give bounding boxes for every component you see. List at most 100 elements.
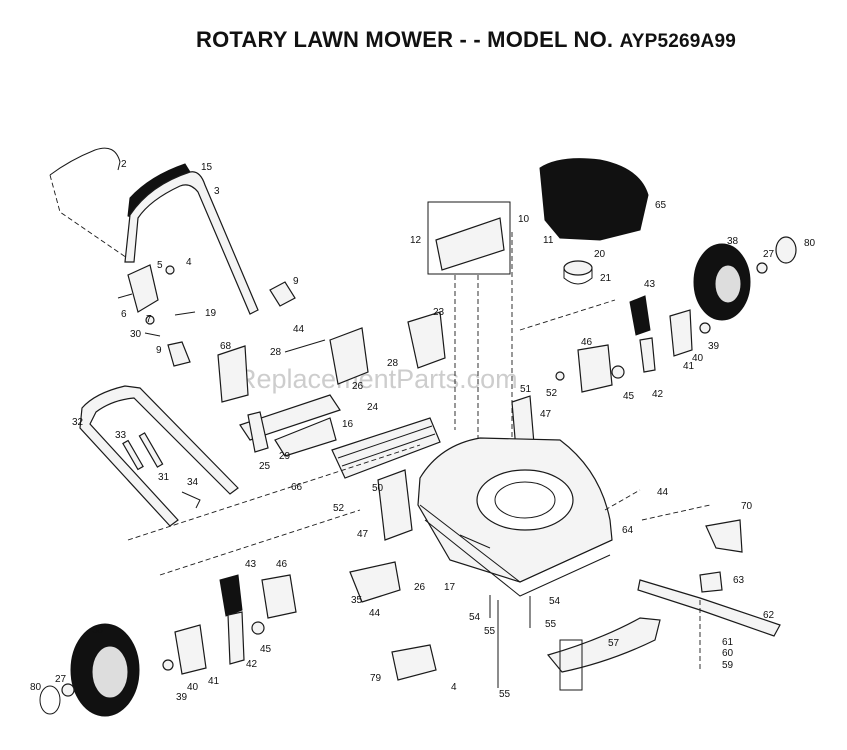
- callout: 43: [644, 279, 656, 290]
- callout-labels: 2 15 3 4 5 9 6 7 19 30 9 68 28 44 26 23 …: [30, 159, 816, 703]
- callout: 45: [260, 644, 272, 655]
- callout: 4: [186, 257, 192, 268]
- part-height-adjuster-right: [629, 295, 651, 336]
- callout: 80: [30, 682, 42, 693]
- callout: 38: [92, 625, 104, 636]
- part-clip-34: [181, 491, 201, 509]
- callout: 27: [763, 249, 775, 260]
- callout: 26: [414, 582, 426, 593]
- callout: 79: [370, 673, 382, 684]
- part-mulch-plug-12: [427, 201, 511, 275]
- callout: 57: [608, 638, 620, 649]
- callout: 59: [722, 660, 734, 671]
- callout: 46: [276, 559, 288, 570]
- callout: 30: [130, 329, 142, 340]
- callout: 33: [115, 430, 127, 441]
- callout: 38: [727, 236, 739, 247]
- part-blade-adapter-70: [705, 519, 743, 553]
- callout: 70: [741, 501, 753, 512]
- callout: 64: [622, 525, 634, 536]
- callout: 47: [540, 409, 552, 420]
- callout: 9: [156, 345, 162, 356]
- part-adapter-20: [563, 260, 593, 276]
- part-bolt-30: [144, 332, 161, 337]
- callout: 40: [187, 682, 199, 693]
- part-skirt-frame: [559, 639, 583, 691]
- callout: 21: [600, 273, 612, 284]
- callout: 39: [176, 692, 188, 703]
- callout: 46: [581, 337, 593, 348]
- part-cap-79: [391, 644, 437, 681]
- callout: 27: [55, 674, 67, 685]
- callout: 51: [520, 384, 532, 395]
- callout: 5: [157, 260, 163, 271]
- callout: 44: [657, 487, 669, 498]
- callout: 42: [246, 659, 258, 670]
- callout: 28: [270, 347, 282, 358]
- callout: 52: [333, 503, 345, 514]
- part-wheel-rear: [693, 236, 797, 321]
- callout: 47: [357, 529, 369, 540]
- callout: 45: [623, 391, 635, 402]
- part-engine-65: [539, 158, 649, 241]
- callout: 55: [499, 689, 511, 700]
- callout: 4: [451, 682, 457, 693]
- part-handle-knob-left: [167, 341, 191, 367]
- callout: 12: [410, 235, 422, 246]
- callout: 11: [543, 235, 554, 246]
- callout: 60: [722, 648, 734, 659]
- callout: 20: [594, 249, 606, 260]
- callout: 24: [367, 402, 379, 413]
- part-deflector-24: [331, 417, 441, 479]
- callout: 54: [469, 612, 481, 623]
- part-bracket-23: [407, 311, 446, 369]
- callout: 55: [545, 619, 557, 630]
- callout: 61: [722, 637, 734, 648]
- callout: 25: [259, 461, 271, 472]
- callout: 42: [652, 389, 664, 400]
- callout: 41: [208, 676, 220, 687]
- page-title: ROTARY LAWN MOWER - - MODEL NO. AYP5269A…: [196, 27, 736, 53]
- callout: 10: [518, 214, 530, 225]
- callout: 16: [342, 419, 354, 430]
- callout: 26: [352, 381, 364, 392]
- part-height-adjuster-left: [219, 574, 243, 617]
- callout: 17: [444, 582, 456, 593]
- callout: 40: [692, 353, 704, 364]
- title-text: ROTARY LAWN MOWER - - MODEL NO.: [196, 27, 614, 52]
- part-blade-62: [637, 579, 781, 637]
- part-cover-35: [349, 561, 401, 603]
- callout: 9: [293, 276, 299, 287]
- callout: 62: [763, 610, 775, 621]
- part-bolt-19: [174, 311, 196, 316]
- callout: 43: [245, 559, 257, 570]
- callout: 52: [546, 388, 558, 399]
- callout: 34: [187, 477, 199, 488]
- callout: 15: [201, 162, 213, 173]
- callout: 44: [293, 324, 305, 335]
- callout: 80: [804, 238, 816, 249]
- callout: 6: [121, 309, 127, 320]
- callout: 19: [205, 308, 217, 319]
- callout: 29: [279, 451, 291, 462]
- callout: 65: [655, 200, 667, 211]
- callout: 32: [72, 417, 84, 428]
- part-upper-handle: [124, 171, 259, 315]
- callout: 28: [387, 358, 399, 369]
- part-handle-bracket: [117, 264, 175, 325]
- part-skirt-57: [546, 617, 661, 673]
- part-bracket-50: [377, 469, 413, 541]
- model-number: AYP5269A99: [619, 31, 737, 52]
- callout: 55: [484, 626, 496, 637]
- callout: 3: [214, 186, 220, 197]
- part-discharge-assembly: [239, 327, 369, 457]
- callout: 54: [549, 596, 561, 607]
- callout: 2: [121, 159, 127, 170]
- part-hub-63: [699, 571, 723, 593]
- callout: 63: [733, 575, 745, 586]
- part-handle-knob-right: [269, 281, 296, 307]
- part-mower-deck: [417, 437, 613, 597]
- part-bracket-68: [217, 345, 249, 403]
- part-lower-handle: [79, 385, 239, 527]
